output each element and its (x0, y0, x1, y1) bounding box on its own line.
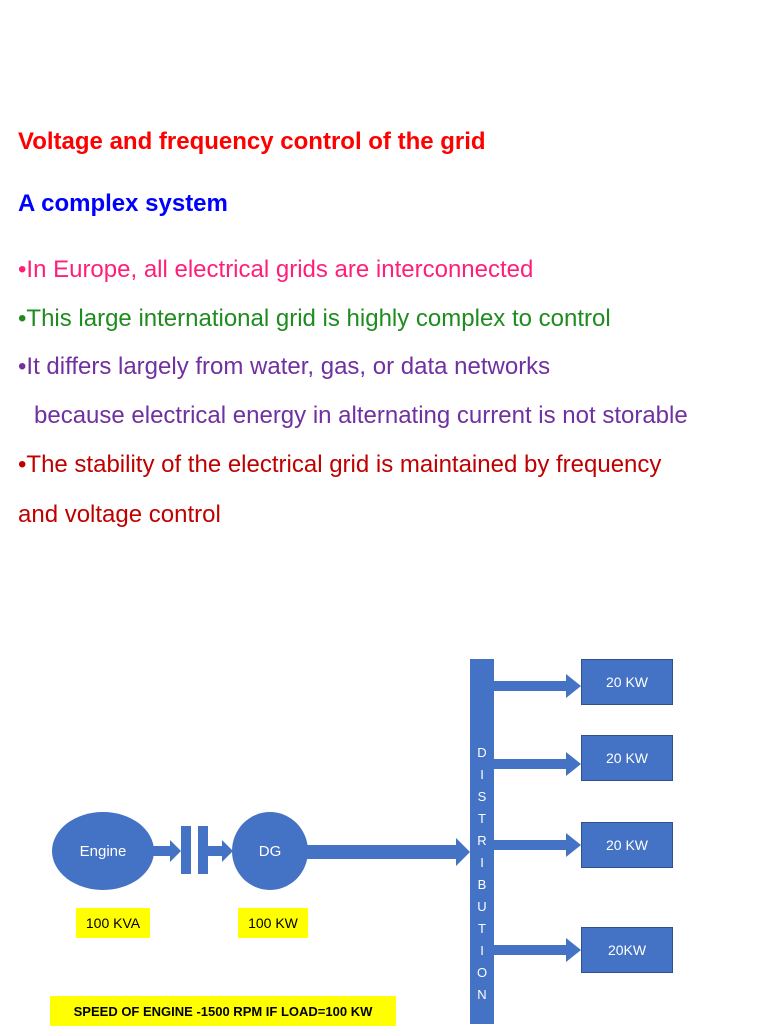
generator-node: DG (232, 812, 308, 890)
coupler-shaft-arrow (208, 840, 233, 862)
bus-letter: R (477, 833, 487, 848)
generator-rating-tag: 100 KW (238, 908, 308, 938)
bus-letter: T (478, 811, 486, 826)
bullet-interconnected: •In Europe, all electrical grids are int… (18, 256, 534, 283)
load-box-3: 20 KW (581, 822, 673, 868)
bus-letter: I (480, 943, 484, 958)
bus-to-load-arrow-4 (494, 938, 581, 962)
load-box-4: 20KW (581, 927, 673, 973)
bus-letter: S (477, 789, 487, 804)
coupling-plate-left (181, 826, 191, 874)
bus-letter: I (480, 767, 484, 782)
bus-letter: U (477, 899, 487, 914)
bullet-complex-control: •This large international grid is highly… (18, 305, 611, 332)
load-box-1: 20 KW (581, 659, 673, 705)
bus-letter: T (478, 921, 486, 936)
bullet-differs-continuation: because electrical energy in alternating… (34, 402, 688, 429)
bus-letter: N (477, 987, 487, 1002)
bus-to-load-arrow-1 (494, 674, 581, 698)
slide-title: Voltage and frequency control of the gri… (18, 128, 486, 155)
engine-node: Engine (52, 812, 154, 890)
bus-to-load-arrow-2 (494, 752, 581, 776)
bullet-stability-continuation: and voltage control (18, 501, 221, 528)
coupling-plate-right (198, 826, 208, 874)
diagram-arrows (152, 674, 581, 962)
bus-letter: O (476, 965, 488, 980)
engine-speed-note: SPEED OF ENGINE -1500 RPM IF LOAD=100 KW (50, 996, 396, 1026)
engine-shaft-arrow (152, 840, 181, 862)
bus-letter: D (477, 745, 487, 760)
power-system-diagram: Engine DG D I S T R I B U T I O N 20 KW … (0, 600, 768, 1026)
bus-to-load-arrow-3 (494, 833, 581, 857)
generator-label: DG (258, 842, 282, 860)
bullet-stability: •The stability of the electrical grid is… (18, 451, 662, 478)
engine-label: Engine (79, 842, 127, 860)
engine-rating-tag: 100 KVA (76, 908, 150, 938)
load-box-2: 20 KW (581, 735, 673, 781)
distribution-bus (470, 659, 494, 1024)
generator-to-bus-arrow (306, 838, 470, 866)
bus-letter: I (480, 855, 484, 870)
bus-letter: B (477, 877, 487, 892)
slide-subtitle: A complex system (18, 190, 228, 217)
bullet-differs: •It differs largely from water, gas, or … (18, 353, 551, 380)
